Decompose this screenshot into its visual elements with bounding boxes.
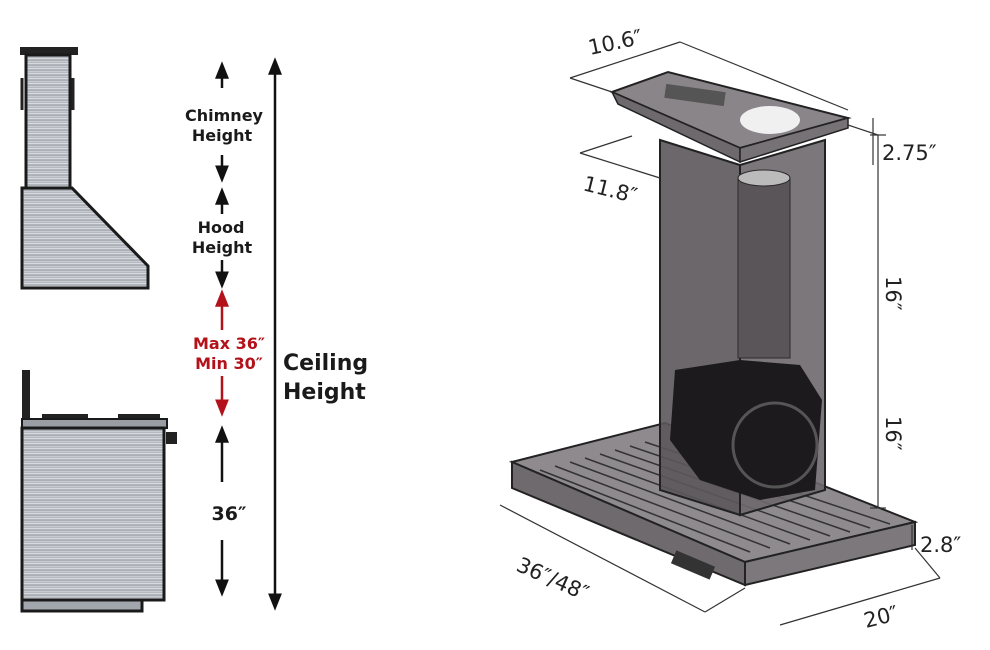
side-view-hood: [20, 47, 150, 290]
control-panel: [670, 550, 716, 580]
range-body: [20, 426, 166, 602]
blower-motor: [670, 360, 822, 500]
cap-height-label: 2.75″: [882, 141, 937, 165]
ceiling-height-label-2: Height: [283, 380, 366, 405]
chimney-height-label-2: Height: [192, 126, 253, 145]
backsplash: [22, 370, 30, 420]
isometric-hood: [508, 70, 919, 587]
side-view-range: [20, 370, 177, 613]
lower-chimney-label: 16″: [881, 416, 905, 451]
cap-width-label: 10.6″: [586, 25, 645, 60]
hood-height-label-1: Hood: [198, 218, 245, 237]
chimney-height-label-1: Chimney: [185, 106, 264, 125]
hood-base-front-right: [744, 520, 916, 587]
range-height-label: 36″: [212, 503, 247, 525]
clearance-min-label: Min 30″: [195, 354, 263, 373]
clearance-max-label: Max 36″: [193, 334, 265, 353]
hood-height-label-2: Height: [192, 238, 253, 257]
range-base: [20, 598, 144, 613]
dimension-lines: [499, 41, 941, 626]
hood-width-label: 36″/48″: [513, 553, 593, 606]
chimney: [24, 53, 72, 190]
chimney-cap: [20, 47, 78, 55]
hood-canopy: [20, 186, 150, 290]
flex-duct: [737, 169, 791, 359]
hood-thickness-label: 2.8″: [920, 533, 961, 557]
height-arrows: Chimney Height Hood Height Max 36″ Min 3…: [185, 57, 368, 611]
range-knob: [166, 432, 177, 444]
ceiling-height-label-1: Ceiling: [283, 351, 368, 376]
cap-depth-label: 11.8″: [581, 172, 640, 209]
upper-chimney-label: 16″: [881, 276, 905, 311]
hood-depth-label: 20″: [861, 601, 900, 633]
duct-opening: [740, 106, 800, 134]
